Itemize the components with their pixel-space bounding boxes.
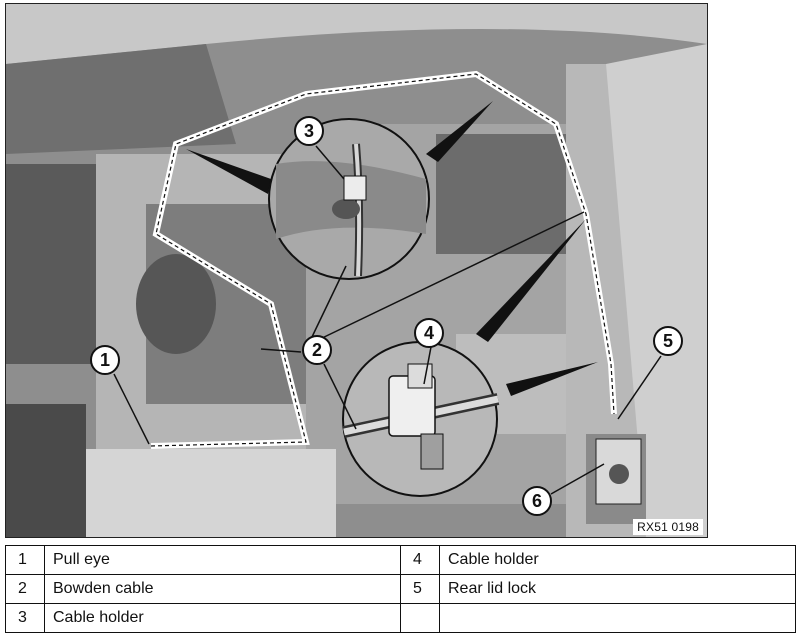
legend-number: 1 (5, 545, 45, 575)
callout-1: 1 (90, 345, 120, 375)
legend-label: Rear lid lock (439, 574, 796, 604)
callout-2: 2 (302, 335, 332, 365)
callout-5: 5 (653, 326, 683, 356)
legend-label (439, 603, 796, 633)
legend-number: 2 (5, 574, 45, 604)
photo-illustration (6, 4, 707, 537)
legend-label: Pull eye (44, 545, 401, 575)
callout-4: 4 (414, 318, 444, 348)
legend-row: 2 Bowden cable 5 Rear lid lock (5, 574, 796, 604)
legend-table: 1 Pull eye 4 Cable holder 2 Bowden cable… (5, 545, 796, 633)
legend-label: Cable holder (439, 545, 796, 575)
installation-photo: 1 2 3 4 5 6 RX51 0198 (5, 3, 708, 538)
callout-6: 6 (522, 486, 552, 516)
legend-number: 3 (5, 603, 45, 633)
legend-number: 4 (400, 545, 440, 575)
callout-3: 3 (294, 116, 324, 146)
legend-label: Bowden cable (44, 574, 401, 604)
legend-number (400, 603, 440, 633)
legend-row: 1 Pull eye 4 Cable holder (5, 545, 796, 575)
legend-number: 5 (400, 574, 440, 604)
legend-row: 3 Cable holder (5, 603, 796, 633)
figure-code: RX51 0198 (633, 519, 703, 535)
legend-label: Cable holder (44, 603, 401, 633)
